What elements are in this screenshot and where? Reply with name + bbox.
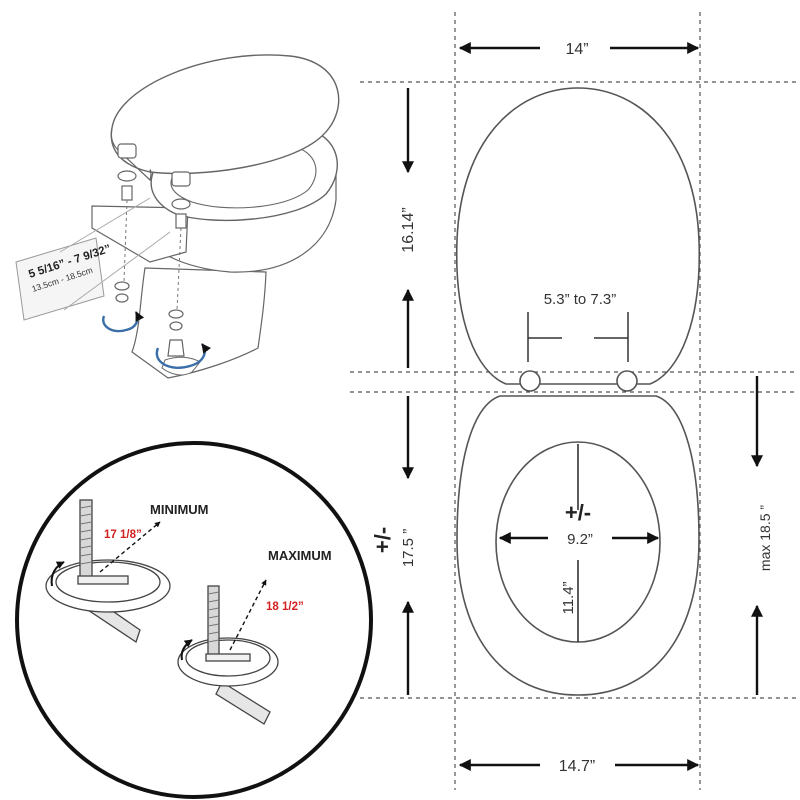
dimension-arrows xyxy=(402,42,763,771)
top-width-label: 14” xyxy=(565,41,588,58)
max-hinge xyxy=(177,585,279,725)
maximum-value: 18 1/2” xyxy=(266,601,304,613)
lid-length-label: 16.14” xyxy=(400,207,417,252)
left-hinge xyxy=(519,370,541,392)
right-hinge xyxy=(616,370,638,392)
max-length-label: max 18.5 ” xyxy=(757,505,773,571)
inner-width-label: 9.2” xyxy=(567,531,593,548)
bottom-width-label: 14.7” xyxy=(559,758,595,775)
min-hinge xyxy=(45,499,171,644)
hinge-spacing-bracket xyxy=(527,312,629,362)
minimum-value: 17 1/8” xyxy=(104,529,142,541)
inset-circle xyxy=(15,441,373,799)
install-guides xyxy=(123,199,182,311)
hinge-spacing-label: 5.3” to 7.3” xyxy=(544,291,617,308)
minimum-label: MINIMUM xyxy=(150,502,209,517)
lid-outline xyxy=(455,87,701,392)
seat-length-label: 17.5 ” xyxy=(400,529,417,567)
guide-lines xyxy=(350,12,798,790)
rotate-arrow-icon xyxy=(102,311,212,369)
maximum-label: MAXIMUM xyxy=(268,548,332,563)
inner-plus-minus-label: +/- xyxy=(565,500,591,525)
inner-length-label: 11.4” xyxy=(560,581,577,614)
inset-detail xyxy=(15,441,373,799)
outer-plus-minus-label: +/- xyxy=(370,527,395,553)
range-tag xyxy=(15,197,171,321)
toilet-illustration xyxy=(91,54,340,379)
